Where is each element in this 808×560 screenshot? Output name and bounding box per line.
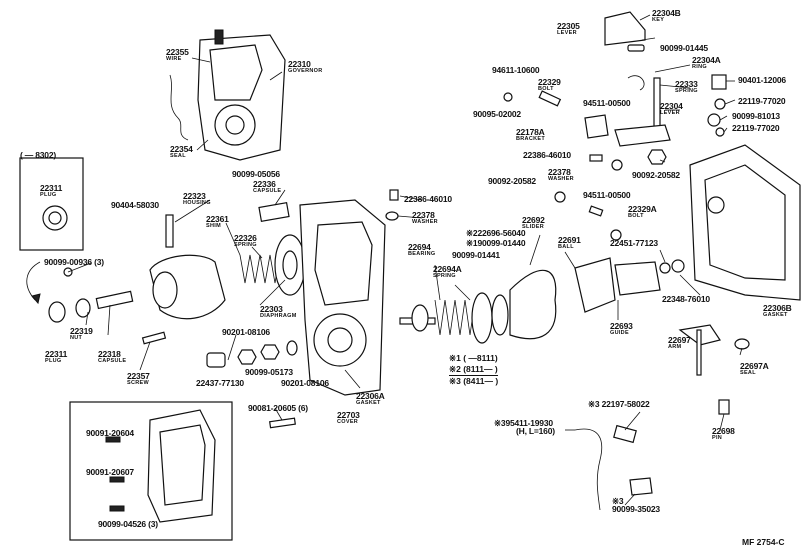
main-housing xyxy=(269,199,386,429)
label-22197-58022: ※3 22197-58022 xyxy=(588,399,650,409)
label-22437-77130: 22437-77130 xyxy=(196,378,244,388)
date-range-note: ( — 8302) xyxy=(20,150,56,160)
legend-item-1: ※1 ( —8111) xyxy=(449,353,498,363)
label-22348-76010: 22348-76010 xyxy=(662,294,710,304)
center-bottom-parts xyxy=(206,340,298,368)
label-90099-04526: 90099-04526 (3) xyxy=(98,519,158,529)
label-22451-77123: 22451-77123 xyxy=(610,238,658,248)
label-90092-20582-b: 90092-20582 xyxy=(632,170,680,180)
right-cover xyxy=(689,144,801,301)
label-90201-08106-b: 90201-08106 xyxy=(281,378,329,388)
figure-reference: MF 2754-C xyxy=(742,537,785,547)
legend: ※1 ( —8111) ※2 (8111— ) ※3 (8411— ) xyxy=(449,353,499,387)
label-90081-20605: 90081-20605 (6) xyxy=(248,403,308,413)
label-90092-20582-a: 90092-20582 xyxy=(488,176,536,186)
label-90099-00936: 90099-00936 (3) xyxy=(44,257,104,267)
leader-lines xyxy=(67,14,743,506)
legend-item-2: ※2 (8111— ) xyxy=(449,364,498,374)
label-90099-05173: 90099-05173 xyxy=(245,367,293,377)
lever-assembly xyxy=(385,11,727,241)
label-22119-77020-b: 22119-77020 xyxy=(732,123,780,133)
label-90404-58030: 90404-58030 xyxy=(111,200,159,210)
label-90099-01441: 90099-01441 xyxy=(452,250,500,260)
governor-assembly xyxy=(169,29,286,161)
spring-and-diaphragm xyxy=(239,234,306,296)
label-90099-05056: 90099-05056 xyxy=(232,169,280,179)
label-94611-10600: 94611-10600 xyxy=(492,65,540,75)
label-22386-46010-a: 22386-46010 xyxy=(404,194,452,204)
legend-item-3: ※3 (8411— ) xyxy=(449,375,499,386)
label-22119-77020-a: 22119-77020 xyxy=(738,96,786,106)
label-94511-00500-b: 94511-00500 xyxy=(583,190,631,200)
label-90099-81013: 90099-81013 xyxy=(732,111,780,121)
arm-assembly xyxy=(678,324,750,415)
plug-inset-box xyxy=(19,157,84,323)
slider-assembly xyxy=(399,257,685,344)
label-90099-01445: 90099-01445 xyxy=(660,43,708,53)
label-22696-56040: ※222696-56040 xyxy=(466,228,526,238)
label-22386-46010-b: 22386-46010 xyxy=(523,150,571,160)
housing-front xyxy=(63,201,290,345)
label-90095-02002: 90095-02002 xyxy=(473,109,521,119)
label-90099-01440: ※190099-01440 xyxy=(466,238,526,248)
label-90091-20607: 90091-20607 xyxy=(86,467,134,477)
label-90091-20604: 90091-20604 xyxy=(86,428,134,438)
cover-inset-box xyxy=(69,401,233,541)
label-90201-08106-a: 90201-08106 xyxy=(222,327,270,337)
label-95411-19930: ※395411-19930(H, L=160) xyxy=(494,418,555,436)
label-94511-00500-a: 94511-00500 xyxy=(583,98,631,108)
label-90401-12006: 90401-12006 xyxy=(738,75,786,85)
